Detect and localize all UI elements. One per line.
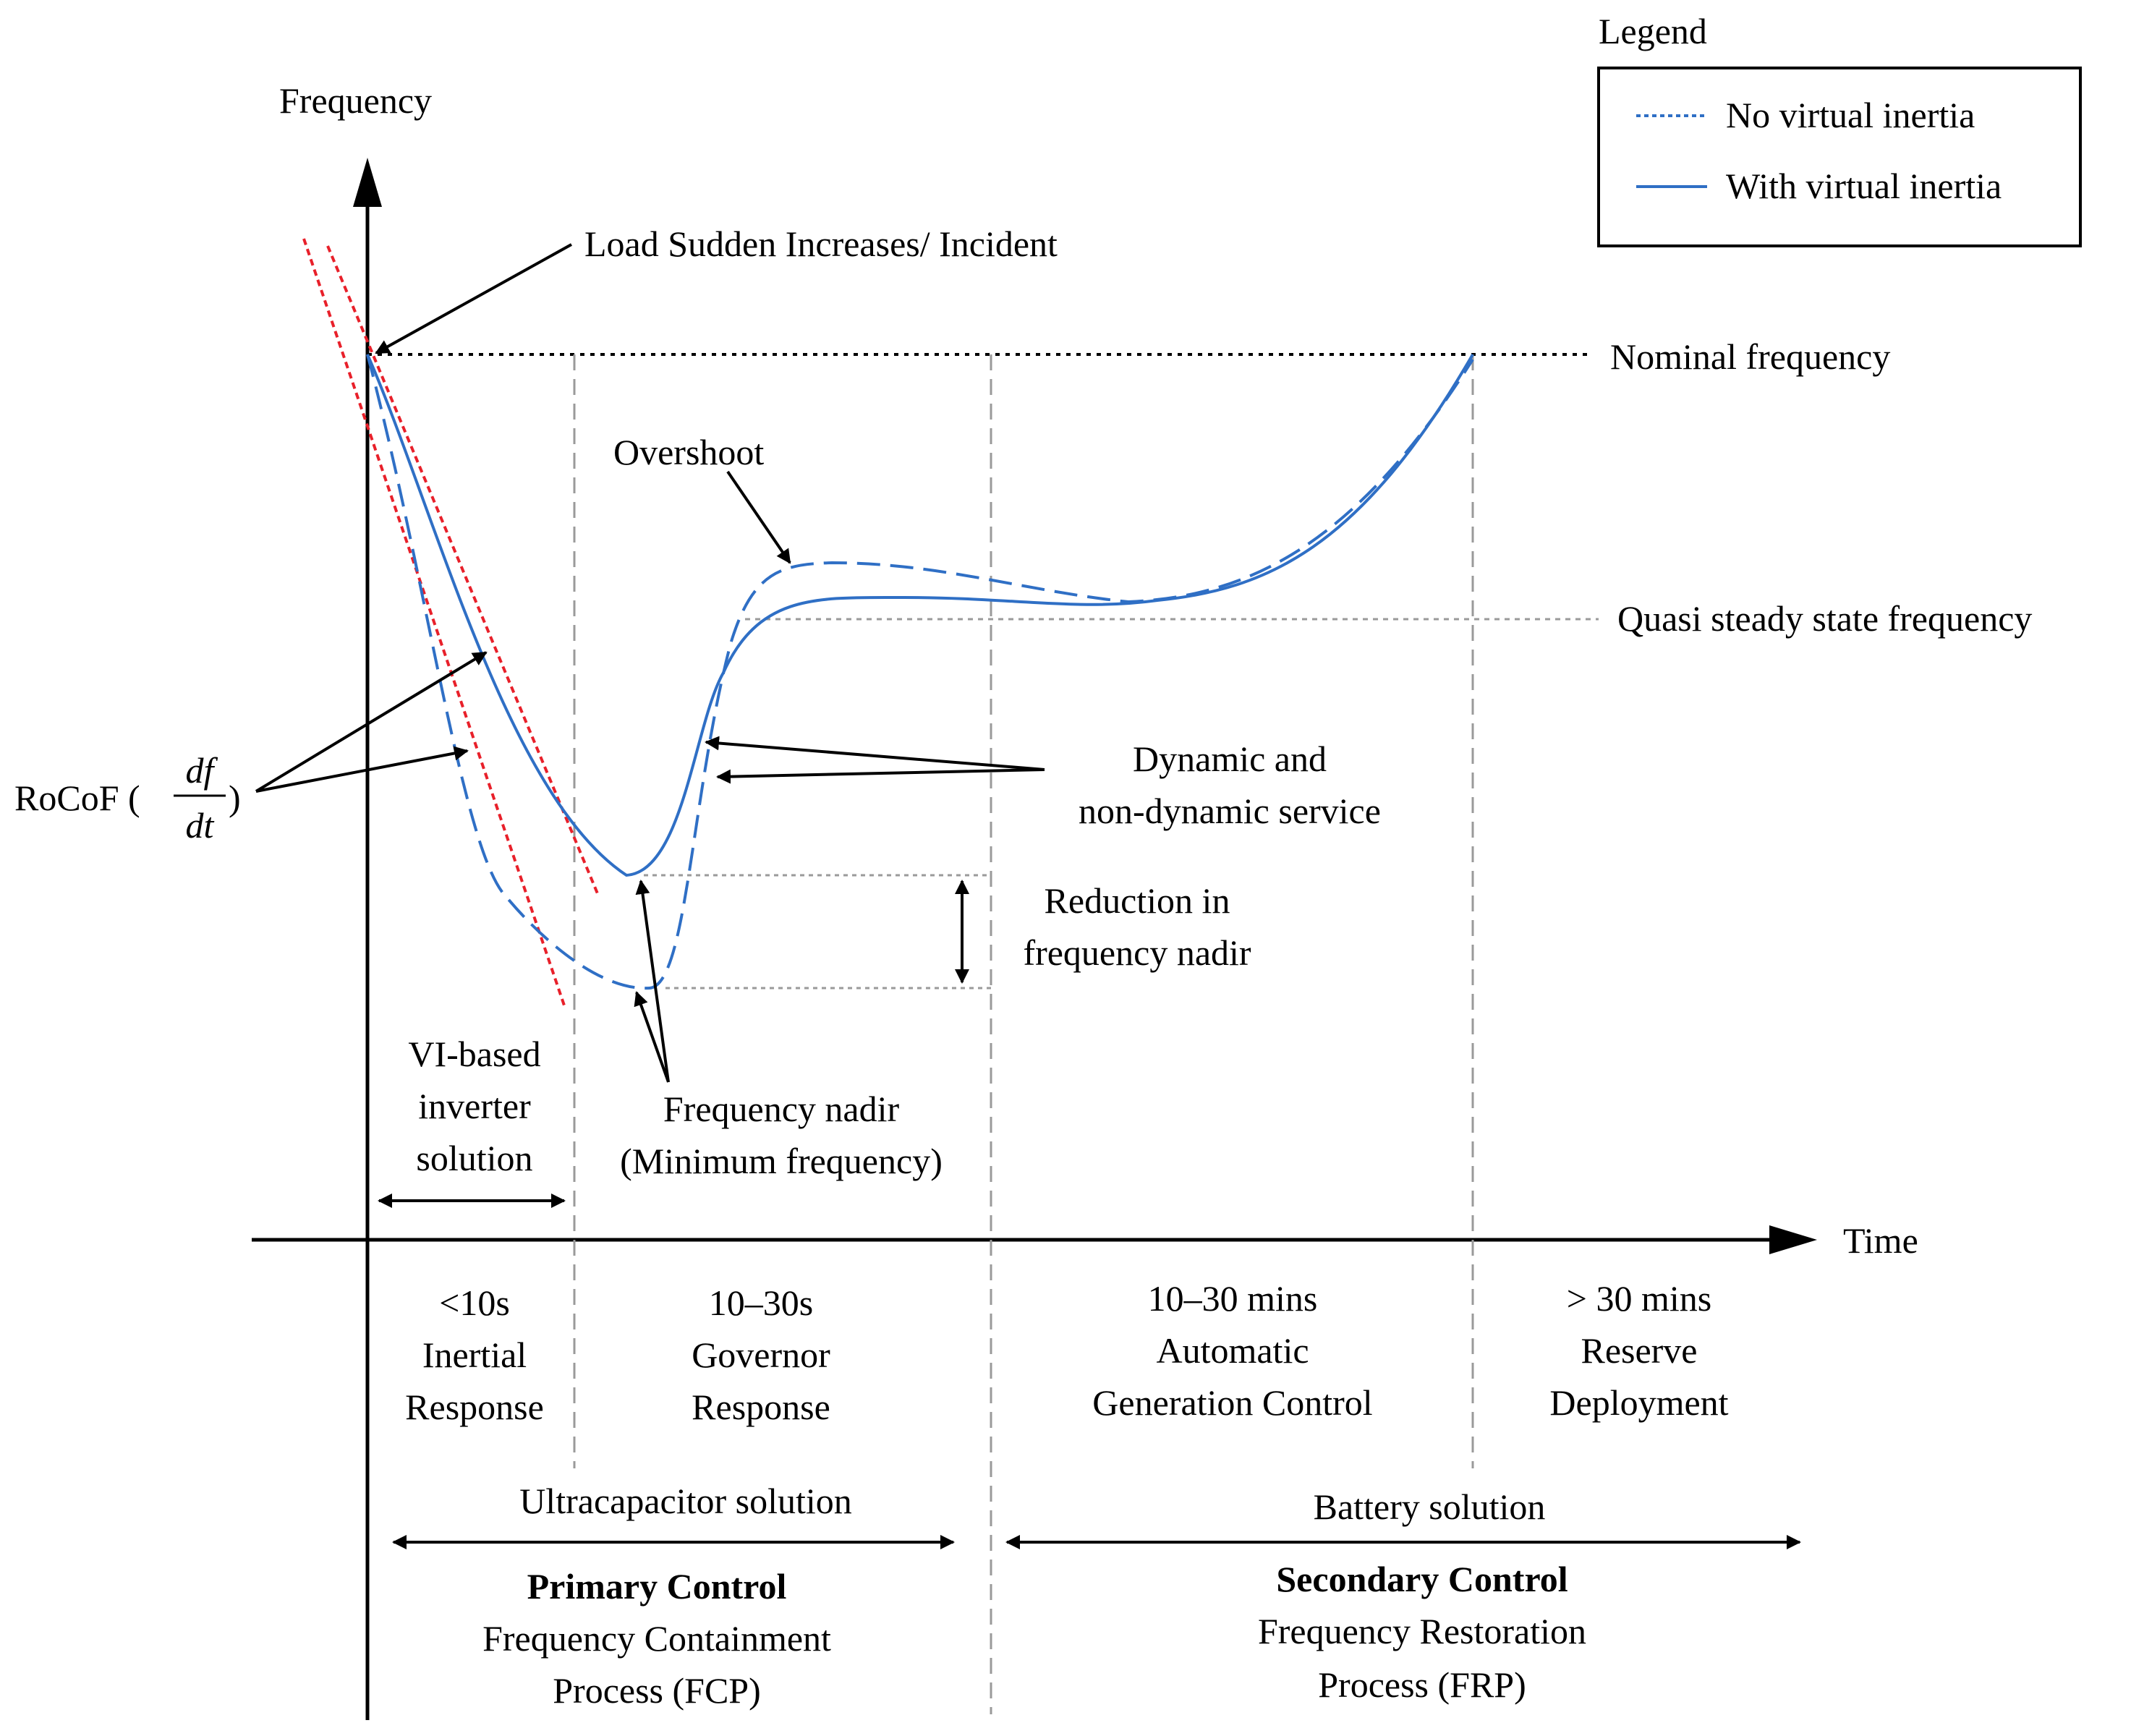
dynamic-service-label-1: Dynamic and <box>1133 739 1327 779</box>
rocof-arrow-no-vi <box>255 746 469 793</box>
secondary-control-line-2: Process (FRP) <box>1318 1664 1526 1705</box>
svg-text:RoCoF (: RoCoF ( <box>14 778 140 818</box>
legend-label-no-vi: No virtual inertia <box>1726 95 1975 135</box>
vi-solution-label-2: inverter <box>418 1086 531 1126</box>
svg-text:Automatic: Automatic <box>1156 1330 1309 1371</box>
dynamic-service-label-2: non-dynamic service <box>1079 791 1381 831</box>
dynamic-arrow-no-vi <box>716 768 1045 784</box>
frequency-nadir-label-1: Frequency nadir <box>663 1089 900 1129</box>
primary-control-title: Primary Control <box>527 1566 787 1607</box>
stage-reserve: > 30 mins Reserve Deployment <box>1549 1278 1728 1423</box>
svg-text:Reserve: Reserve <box>1581 1330 1697 1371</box>
svg-text:10–30 mins: 10–30 mins <box>1148 1278 1318 1319</box>
stage-inertial: <10s Inertial Response <box>405 1282 544 1427</box>
nominal-frequency-label: Nominal frequency <box>1610 336 1890 377</box>
load-incident-label: Load Sudden Increases/ Incident <box>584 224 1058 264</box>
battery-solution-label: Battery solution <box>1314 1486 1546 1527</box>
x-axis-arrowhead <box>1769 1225 1817 1254</box>
primary-control-line-1: Frequency Containment <box>482 1618 831 1659</box>
y-axis-label: Frequency <box>279 80 432 121</box>
svg-text:Deployment: Deployment <box>1549 1382 1728 1423</box>
frequency-nadir-label-2: (Minimum frequency) <box>620 1141 943 1181</box>
x-axis-label: Time <box>1843 1220 1918 1261</box>
primary-control-line-2: Process (FCP) <box>553 1670 761 1711</box>
curve-with-virtual-inertia <box>366 353 1474 877</box>
stage-governor: 10–30s Governor Response <box>692 1282 830 1427</box>
stage-agc: 10–30 mins Automatic Generation Control <box>1092 1278 1372 1423</box>
quasi-steady-label: Quasi steady state frequency <box>1617 598 2032 639</box>
legend-box <box>1597 67 2082 247</box>
svg-text:> 30 mins: > 30 mins <box>1567 1278 1711 1319</box>
curve-no-virtual-inertia <box>366 354 1474 990</box>
svg-text:Response: Response <box>405 1387 544 1427</box>
vi-solution-label-3: solution <box>416 1138 532 1178</box>
y-axis-arrowhead <box>353 158 382 207</box>
legend-label-with-vi: With virtual inertia <box>1726 166 2002 206</box>
secondary-control-title: Secondary Control <box>1276 1559 1568 1599</box>
load-incident-arrow <box>375 243 572 354</box>
reduction-nadir-label-2: frequency nadir <box>1023 932 1251 973</box>
rocof-label: RoCoF ( df dt ) <box>14 750 241 846</box>
rocof-arrow-with-vi <box>255 651 488 793</box>
svg-text:): ) <box>229 778 241 818</box>
reduction-nadir-label-1: Reduction in <box>1045 880 1230 921</box>
ultracapacitor-solution-label: Ultracapacitor solution <box>519 1481 852 1521</box>
svg-text:<10s: <10s <box>439 1282 510 1323</box>
secondary-control-line-1: Frequency Restoration <box>1258 1611 1586 1651</box>
svg-text:Response: Response <box>692 1387 830 1427</box>
legend-title: Legend <box>1599 11 1707 51</box>
overshoot-label: Overshoot <box>613 432 764 472</box>
svg-text:df: df <box>186 750 218 791</box>
nadir-arrow-with-vi <box>635 880 670 1083</box>
svg-text:Generation Control: Generation Control <box>1092 1382 1372 1423</box>
svg-text:Inertial: Inertial <box>422 1335 527 1375</box>
dynamic-arrow-with-vi <box>705 736 1045 771</box>
nadir-arrow-no-vi <box>634 991 670 1083</box>
overshoot-arrow <box>726 470 791 564</box>
svg-text:Governor: Governor <box>692 1335 830 1375</box>
vi-solution-label-1: VI-based <box>408 1034 540 1074</box>
svg-text:10–30s: 10–30s <box>709 1282 813 1323</box>
svg-text:dt: dt <box>186 805 215 846</box>
rocof-tangent-with-vi <box>326 245 600 898</box>
rocof-tangent-no-vi <box>302 238 566 1006</box>
